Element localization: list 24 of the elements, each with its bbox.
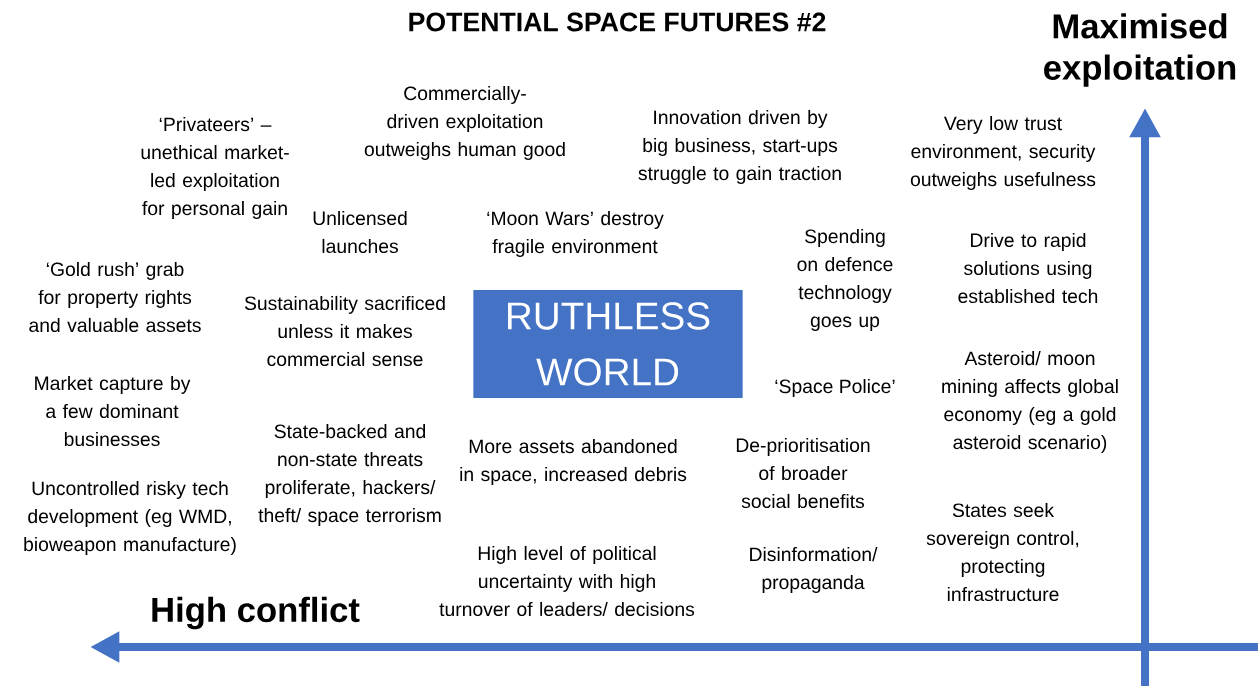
note-text: Drive to rapid solutions using established tech — [958, 232, 1098, 304]
note-text: States seek sovereign control, protecting infrastructure — [926, 502, 1079, 602]
note-text: Spending on defence technology goes up — [797, 229, 893, 331]
note-text: Asteroid/ moon mining affects global economy (eg a gold asteroid scenario) — [942, 351, 1118, 453]
note-text: Commercially-driven exploitation outweighs human good — [364, 86, 565, 160]
note-text: State-backed and non-state threats proliferate, hackers/ theft/ space terrorism — [258, 424, 441, 526]
axis-label: Maximised exploitation — [1044, 13, 1236, 87]
note-text: Innovation driven by big business, start-ups struggle to gain traction — [638, 110, 841, 184]
note-text: Uncontrolled risky tech development (eg WMD, bioweapon manufacture) — [24, 480, 236, 555]
note-text: Unlicensed launches — [313, 210, 407, 254]
note-text: High level of political uncertainty with high turnover of leaders/ decisions — [439, 545, 695, 617]
title-box: RUTHLESS WORLD — [473, 290, 743, 398]
note-text: ‘Gold rush’ grab for property rights and valuable assets — [29, 261, 201, 333]
title: POTENTIAL SPACE FUTURES #2 — [409, 12, 826, 32]
note-text: Sustainability sacrificed unless it makes commercial sense — [244, 295, 445, 367]
note-text: Market capture by a few dominant businesses — [35, 375, 191, 447]
note-text: Disinformation/ propaganda — [750, 546, 878, 593]
note-text: ‘Privateers’ – unethical market-led exploitation for personal gain — [141, 117, 289, 219]
note-text: ‘Moon Wars’ destroy fragile environment — [487, 211, 664, 257]
note-text: More assets abandoned in space, increased debris — [460, 439, 687, 485]
note-text: De-prioritisation of broader social benefits — [736, 437, 870, 509]
note-text: Very low trust environment, security outweighs usefulness — [910, 116, 1096, 190]
axis-label: High conflict — [152, 596, 360, 630]
note-text: ‘Space Police’ — [775, 379, 895, 397]
